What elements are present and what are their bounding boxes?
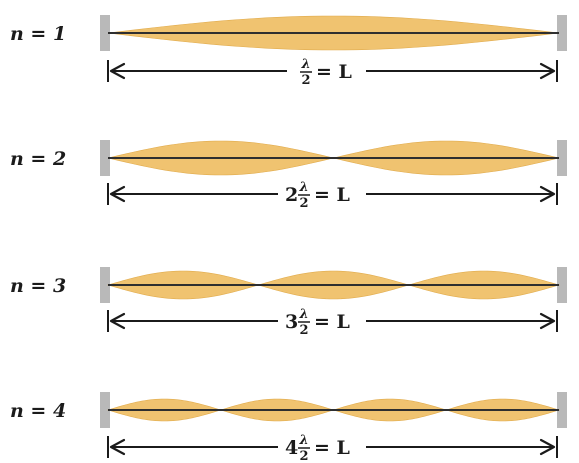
- fraction-numerator: λ: [298, 180, 308, 195]
- equation-rhs-text: = L: [314, 311, 350, 333]
- mode-row-4: n = 4 4 λ 2 = L: [10, 392, 567, 463]
- equation-rhs: = L: [314, 437, 350, 459]
- length-equation: 3 λ 2 = L: [285, 307, 350, 338]
- fraction-denominator: 2: [299, 196, 308, 211]
- left-support: [100, 392, 110, 428]
- right-support: [557, 140, 567, 176]
- right-support: [557, 267, 567, 303]
- arrowhead-right: [539, 185, 556, 203]
- arrowhead-right: [539, 312, 556, 330]
- equation-rhs-text: = L: [314, 437, 350, 459]
- equation-rhs: = L: [314, 184, 350, 206]
- arrowhead-left: [109, 185, 126, 203]
- fraction-numerator: λ: [300, 57, 310, 72]
- mode-row-3: n = 3 3 λ 2 = L: [10, 267, 567, 338]
- length-dimension: 3 λ 2 = L: [107, 307, 558, 338]
- equation-rhs-text: = L: [314, 184, 350, 206]
- equation-coefficient: 3: [285, 311, 298, 333]
- length-equation: 4 λ 2 = L: [285, 433, 350, 463]
- mode-label-n4: n = 4: [10, 400, 66, 422]
- length-equation: 2 λ 2 = L: [285, 180, 350, 211]
- arrowhead-left: [109, 62, 126, 80]
- equation-rhs-text: = L: [316, 61, 352, 83]
- fraction-denominator: 2: [299, 323, 308, 338]
- equation-coefficient: 4: [285, 437, 298, 459]
- equation-coefficient: 2: [285, 184, 298, 206]
- arrowhead-right: [539, 438, 556, 456]
- mode-label-n3: n = 3: [10, 275, 66, 297]
- fraction-denominator: 2: [299, 449, 308, 463]
- length-equation: λ 2 = L: [300, 57, 352, 88]
- mode-label-n1: n = 1: [10, 23, 66, 45]
- equation-rhs: = L: [316, 61, 352, 83]
- fraction-denominator: 2: [301, 73, 310, 88]
- fraction-numerator: λ: [298, 433, 308, 448]
- arrowhead-right: [539, 62, 556, 80]
- left-support: [100, 15, 110, 51]
- right-support: [557, 15, 567, 51]
- length-dimension: 4 λ 2 = L: [107, 433, 558, 463]
- length-dimension: λ 2 = L: [107, 57, 558, 88]
- equation-rhs: = L: [314, 311, 350, 333]
- arrowhead-left: [109, 438, 126, 456]
- mode-row-2: n = 2 2 λ 2 = L: [10, 140, 567, 211]
- left-support: [100, 140, 110, 176]
- right-support: [557, 392, 567, 428]
- length-dimension: 2 λ 2 = L: [107, 180, 558, 211]
- mode-label-n2: n = 2: [10, 148, 66, 170]
- arrowhead-left: [109, 312, 126, 330]
- left-support: [100, 267, 110, 303]
- fraction-numerator: λ: [298, 307, 308, 322]
- mode-row-1: n = 1 λ 2 = L: [10, 15, 567, 88]
